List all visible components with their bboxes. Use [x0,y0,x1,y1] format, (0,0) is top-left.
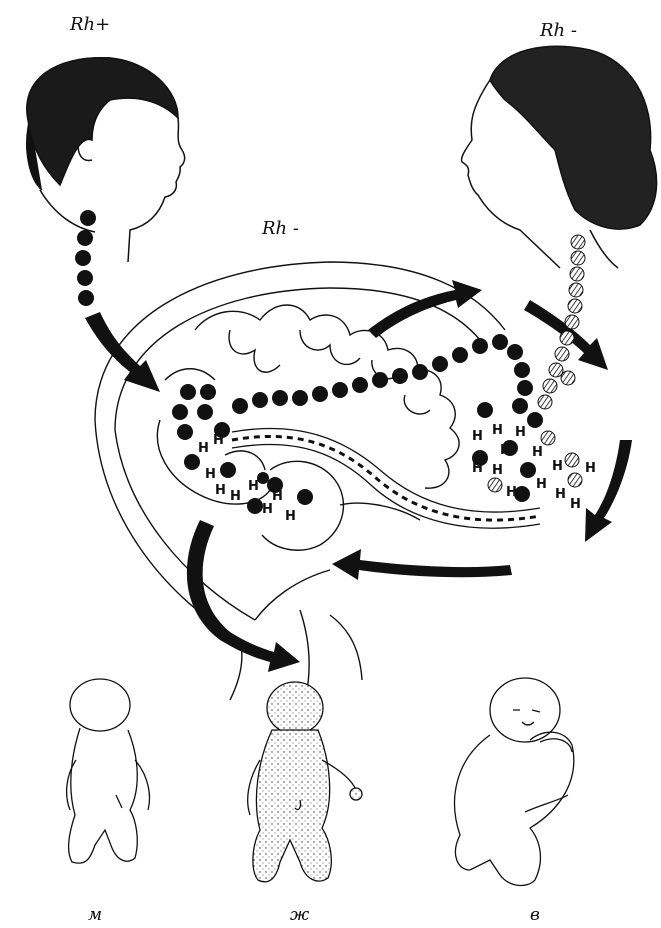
svg-text:H: H [492,423,503,438]
svg-text:H: H [585,461,596,476]
mother-head [462,46,657,268]
svg-text:H: H [262,502,273,517]
svg-text:H: H [472,429,483,444]
svg-text:H: H [506,485,517,500]
arrow-right-down [585,440,632,542]
svg-text:H: H [552,459,563,474]
flow-arrows [85,280,632,672]
caption-left: м [88,905,102,924]
svg-text:H: H [500,443,511,458]
father-head [27,58,185,262]
mother-rh-label: Rh - [539,20,577,41]
baby-left [67,679,150,863]
svg-text:H: H [198,441,209,456]
father-rh-positive-cells [75,210,96,306]
svg-text:H: H [272,489,283,504]
caption-right: в [530,905,540,924]
svg-text:H: H [285,509,296,524]
svg-text:H: H [472,461,483,476]
baby-right-hydropic [455,678,574,885]
svg-text:H: H [230,489,241,504]
svg-text:H: H [570,497,581,512]
svg-text:H: H [205,467,216,482]
uterus-outline [95,262,505,700]
arrow-fetus-to-mother [368,280,482,338]
father-rh-label: Rh+ [69,14,110,35]
svg-text:H: H [215,483,226,498]
svg-text:H: H [555,487,566,502]
baby-middle-jaundiced [248,682,362,882]
svg-text:H: H [515,425,526,440]
fetus-rh-label: Rh - [261,218,299,239]
svg-text:H: H [536,477,547,492]
caption-middle: ж [290,905,310,924]
arrow-father-to-fetus [85,312,160,392]
arrow-to-babies [187,520,300,672]
arrow-back-to-fetus [332,549,512,580]
svg-text:H: H [532,445,543,460]
svg-text:H: H [213,433,224,448]
svg-text:H: H [248,479,259,494]
svg-text:H: H [492,463,503,478]
